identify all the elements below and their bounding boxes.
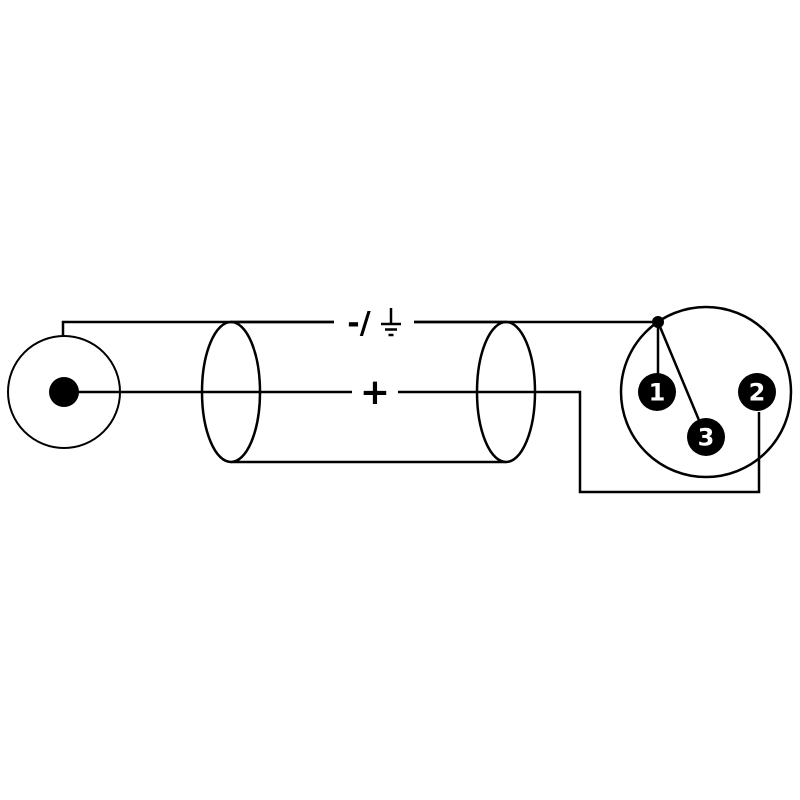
xlr-pin-3: 3 <box>687 418 725 456</box>
xlr-pin-1-circle <box>638 373 676 411</box>
earth-ground-icon <box>381 308 401 337</box>
xlr-pin-2-number: 2 <box>749 379 766 407</box>
xlr-pins: 1 2 3 <box>638 373 776 456</box>
wire-shield-to-pin3 <box>656 321 708 438</box>
wire-positive <box>64 390 761 494</box>
positive-label: + <box>352 372 398 413</box>
xlr-connector <box>619 305 793 479</box>
xlr-pin-3-circle <box>687 418 725 456</box>
wire-positive-run <box>64 390 761 494</box>
shield-label-text: -/ <box>347 306 370 341</box>
wire-shield-run <box>61 320 658 337</box>
xlr-body-circle <box>619 305 793 479</box>
xlr-pin-2: 2 <box>738 373 776 411</box>
shield-label: -/ <box>334 303 414 341</box>
xlr-pin-1: 1 <box>638 373 676 411</box>
junction-dot <box>652 316 664 328</box>
shield-label-backing <box>334 303 414 341</box>
wire-shield <box>61 316 708 438</box>
xlr-pin-1-number: 1 <box>649 379 666 407</box>
positive-label-text: + <box>360 372 390 413</box>
positive-label-backing <box>352 373 398 411</box>
xlr-pin-2-circle <box>738 373 776 411</box>
xlr-pin-3-number: 3 <box>698 424 715 452</box>
